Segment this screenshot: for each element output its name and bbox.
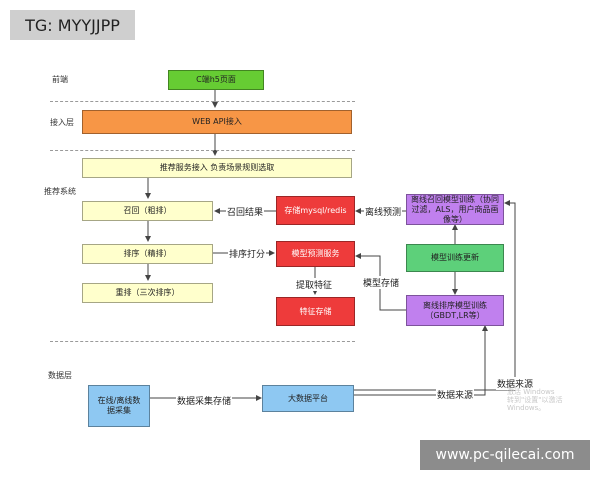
arrow-bigdata-offrecall [354, 200, 516, 391]
edge-label-rank-score: 排序打分 [228, 247, 267, 260]
edge-label-data-collect: 数据采集存储 [176, 394, 233, 407]
node-rank: 排序（精排） [82, 244, 213, 264]
node-online-offline-collect: 在线/离线数据采集 [88, 385, 150, 427]
node-client-h5: C端h5页面 [168, 70, 264, 90]
edge-label-offline-predict: 离线预测 [364, 205, 403, 218]
layer-divider-3 [50, 341, 355, 342]
edge-label-model-store: 模型存储 [362, 276, 401, 289]
layer-divider-1 [50, 101, 355, 102]
windows-activation-watermark: 激活 Windows 转到"设置"以激活 Windows。 [507, 388, 600, 412]
layer-label-access: 接入层 [50, 118, 74, 127]
node-offline-recall: 离线召回模型训练（协同过滤，ALS，用户商品画像等） [406, 194, 504, 225]
windows-watermark-line2: 转到"设置"以激活 Windows。 [507, 396, 563, 412]
node-offline-rank: 离线排序模型训练（GBDT,LR等） [406, 295, 504, 326]
node-storage: 存储mysql/redis [276, 196, 355, 225]
arrow-bigdata-offrank [354, 325, 488, 396]
node-model-update: 模型训练更新 [406, 244, 504, 272]
layer-label-data: 数据层 [48, 371, 72, 380]
edge-label-data-source-2: 数据来源 [496, 377, 535, 390]
windows-watermark-line1: 激活 Windows [507, 388, 555, 396]
edge-label-fetch-feature: 提取特征 [295, 278, 334, 291]
node-model-predict: 模型预测服务 [276, 241, 355, 267]
node-web-api: WEB API接入 [82, 110, 352, 134]
node-recall: 召回（粗排） [82, 201, 213, 221]
node-big-data: 大数据平台 [262, 385, 354, 412]
node-feature-store: 特征存储 [276, 297, 355, 326]
tg-tag-overlay: TG: MYYJJPP [10, 10, 135, 40]
edge-label-data-source-1: 数据来源 [436, 388, 475, 401]
layer-label-recommend: 推荐系统 [44, 187, 76, 196]
node-rec-service: 推荐服务接入 负责场景规则选取 [82, 158, 352, 178]
layer-label-frontend: 前端 [52, 75, 68, 84]
layer-divider-2 [50, 150, 355, 151]
edge-label-recall-result: 召回结果 [226, 205, 265, 218]
node-rerank: 重排（三次排序） [82, 283, 213, 303]
site-watermark: www.pc-qilecai.com [420, 440, 590, 470]
